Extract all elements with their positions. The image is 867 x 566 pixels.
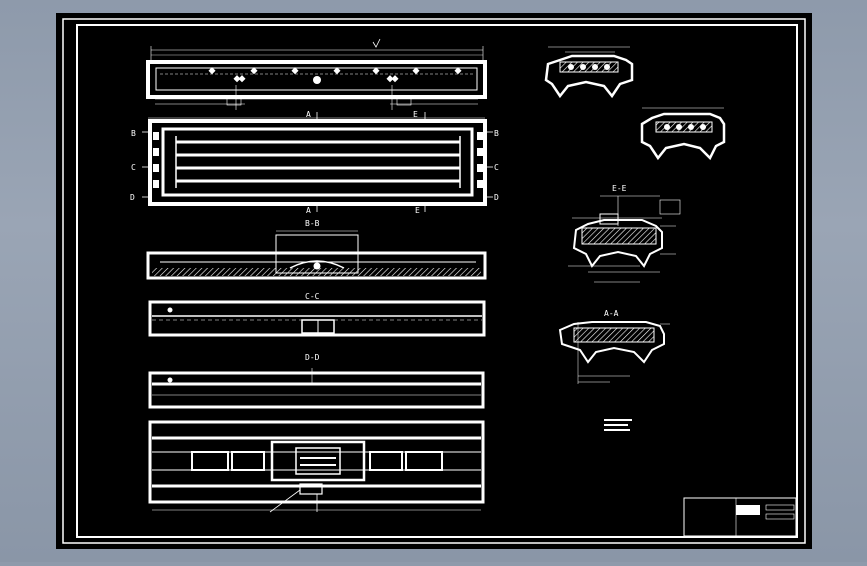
section-cc-title: C-C: [305, 292, 320, 301]
section-mark-c-right: C: [494, 163, 499, 172]
plan-view: [142, 112, 493, 212]
side-profile-upper-holes: [568, 64, 610, 70]
section-aa-title: A-A: [604, 309, 619, 318]
section-mark-a-bottom: A: [306, 206, 311, 215]
inner-border: [76, 24, 798, 538]
technical-note: [604, 419, 632, 431]
section-marks: A A E E B B C C D D: [130, 110, 499, 215]
section-bb-title: B-B: [305, 219, 320, 228]
section-aa-view: [558, 321, 670, 384]
section-ee-title: E-E: [612, 184, 627, 193]
side-profile-lower: [640, 107, 726, 161]
section-ee-view: [568, 195, 681, 283]
side-profile-upper: [544, 46, 634, 99]
bottom-plan-view: [148, 420, 485, 513]
section-mark-d-right: D: [494, 193, 499, 202]
section-bb-view: [146, 230, 487, 280]
front-elevation-view: [146, 38, 487, 110]
section-mark-b-left: B: [131, 129, 136, 138]
section-dd-view: [148, 368, 485, 409]
section-mark-e-bottom: E: [415, 206, 420, 215]
section-mark-a-top: A: [306, 110, 311, 119]
section-mark-d-left: D: [130, 193, 135, 202]
section-mark-b-right: B: [494, 129, 499, 138]
front-elevation-holes: [208, 67, 462, 84]
title-block: [683, 497, 797, 537]
section-mark-e-top: E: [413, 110, 418, 119]
drawing-sheet: [56, 13, 812, 549]
title-block-code-box: [736, 505, 760, 515]
plan-view-slots: [153, 132, 483, 188]
section-mark-c-left: C: [131, 163, 136, 172]
section-dd-title: D-D: [305, 353, 320, 362]
side-profile-lower-holes: [664, 124, 706, 130]
section-cc-view: [148, 300, 486, 337]
outer-border: [62, 18, 806, 544]
